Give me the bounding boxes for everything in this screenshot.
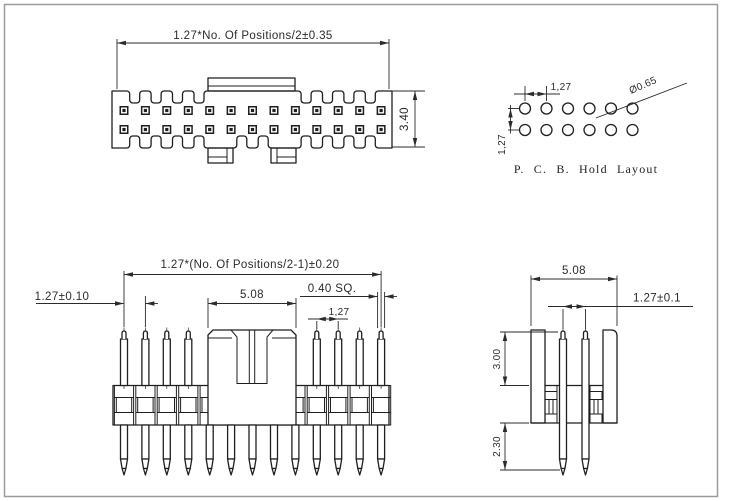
side-pin-tail-dim: 2.30 bbox=[492, 436, 503, 457]
sheet-border bbox=[3, 3, 719, 498]
top-view-height-dim: 3.40 bbox=[399, 107, 411, 131]
pcb-hole-dia-dim: Ø0.65 bbox=[628, 75, 659, 97]
side-pin-height-dim: 3.00 bbox=[492, 349, 503, 370]
side-pins bbox=[558, 326, 590, 476]
mounting-tab-right bbox=[270, 147, 297, 164]
polarization-tab bbox=[207, 77, 296, 92]
front-pitch-small-dim: 1,27 bbox=[329, 307, 350, 318]
front-view: 1.27*(No. Of Positions/2-1)±0.20 1.27±0.… bbox=[35, 259, 397, 476]
pcb-pitch-x-dim: 1,27 bbox=[551, 82, 572, 93]
pcb-layout-caption: P. C. B. Hold Layout bbox=[514, 162, 658, 176]
front-shroud-dim: 5.08 bbox=[240, 289, 264, 301]
side-body bbox=[530, 329, 618, 424]
front-pitch-dim: 1.27±0.10 bbox=[35, 291, 90, 303]
pcb-pitch-y-dim: 1,27 bbox=[497, 134, 508, 155]
side-pitch-dim: 1.27±0.1 bbox=[633, 293, 681, 305]
top-view-body-outline bbox=[111, 90, 393, 149]
pcb-layout-view: 1,27 Ø0.65 1,27 P. C. B. Hold Layout bbox=[497, 75, 688, 176]
lower-pins bbox=[119, 424, 386, 476]
contact-grid bbox=[119, 106, 386, 134]
front-span-dim: 1.27*(No. Of Positions/2-1)±0.20 bbox=[161, 259, 340, 271]
mounting-tab-left bbox=[207, 147, 234, 164]
shroud-block bbox=[207, 329, 297, 426]
front-pin-section-dim: 0.40 SQ. bbox=[308, 283, 357, 295]
top-view-width-dim: 1.27*No. Of Positions/2±0.35 bbox=[173, 30, 332, 42]
side-row-span-dim: 5.08 bbox=[562, 265, 586, 277]
top-view: 1.27*No. Of Positions/2±0.35 3.40 bbox=[111, 30, 425, 164]
pcb-holes bbox=[518, 102, 639, 137]
side-view: 5.08 1.27±0.1 3.00 2.30 bbox=[492, 265, 693, 476]
